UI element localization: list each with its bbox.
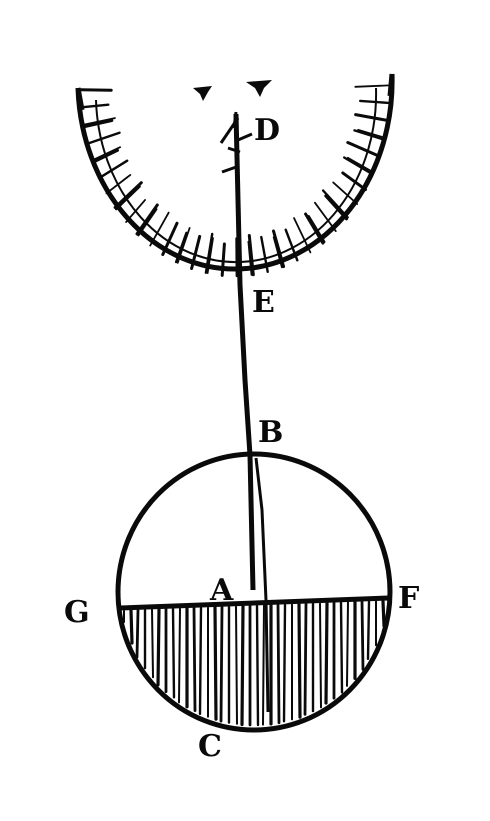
crescent-hatch-stroke — [82, 117, 116, 126]
crescent-hatch-stroke — [357, 128, 386, 139]
crescent-hatch-stroke — [343, 156, 374, 176]
label-D: D — [254, 113, 280, 148]
crescent-hatch-stroke — [284, 228, 299, 262]
upper-hemisphere — [75, 73, 395, 278]
sphere-hatch-stroke — [324, 601, 329, 705]
crescent-hatch-stroke — [354, 84, 390, 88]
crescent-hatch-stroke — [293, 217, 312, 254]
diameter-GF — [119, 595, 390, 611]
crescent-hatch-stroke — [85, 131, 121, 146]
mark-right — [246, 80, 272, 97]
crescent-hatch-stroke — [174, 231, 188, 264]
crescent-hatch-stroke — [313, 201, 337, 233]
crescent-hatch-stroke — [324, 194, 348, 221]
crescent-hatch-stroke — [353, 129, 385, 141]
crescent-hatch-stroke — [190, 234, 202, 270]
crescent-hatch-stroke — [91, 146, 121, 162]
sphere-hatch-stroke — [151, 608, 154, 679]
crescent-hatch-stroke — [137, 207, 158, 237]
crescent-hatch-stroke — [346, 156, 375, 174]
crescent-hatch-stroke — [206, 237, 214, 275]
sphere-hatch-stroke — [219, 605, 224, 723]
sphere-hatch-stroke — [282, 603, 287, 723]
crescent-hatch-stroke — [204, 232, 214, 274]
lower-sphere — [115, 451, 393, 733]
label-E: E — [252, 285, 275, 320]
lower-sphere-outline — [115, 451, 393, 733]
crescent-hatch-stroke — [161, 221, 179, 256]
sphere-hatch-stroke — [346, 601, 349, 687]
crescent-hatch-stroke — [247, 240, 253, 276]
crescent-hatch-stroke — [272, 229, 286, 269]
label-G: G — [64, 595, 90, 630]
sphere-hatch-stroke — [303, 602, 308, 716]
sphere-hatch-stroke — [339, 601, 344, 694]
crescent-hatch-stroke — [82, 119, 114, 129]
sphere-hatch-stroke — [171, 607, 176, 699]
sphere-hatch-stroke — [178, 607, 181, 704]
sphere-hatch-stroke — [156, 607, 161, 687]
crescent-hatch-stroke — [176, 227, 191, 264]
crescent-hatch-stroke — [149, 211, 170, 247]
mark-left — [193, 86, 212, 101]
stem-line — [233, 113, 256, 591]
crescent-hatch-stroke — [114, 185, 141, 211]
crescent-hatch-stroke — [220, 242, 226, 277]
crescent-hatch-stroke — [135, 203, 159, 236]
crescent-hatch-stroke — [354, 113, 389, 122]
crescent-hatch-stroke — [321, 189, 349, 219]
sphere-hatch-stroke — [129, 608, 134, 645]
label-B: B — [258, 415, 283, 450]
sphere-hatch-stroke — [192, 606, 197, 712]
crescent-hatch-stroke — [346, 141, 381, 158]
stem-line-inner — [254, 457, 270, 713]
crescent-hatch-stroke — [105, 173, 132, 195]
crescent-hatch-stroke — [332, 181, 359, 205]
label-F: F — [398, 581, 419, 616]
sphere-hatch-stroke — [276, 603, 281, 725]
crescent-hatch-stroke — [307, 215, 326, 244]
sphere-hatch-stroke — [381, 599, 386, 628]
sphere-hatch-stroke — [235, 605, 238, 725]
upper-marks — [193, 80, 272, 101]
crescent-hatch-stroke — [304, 212, 325, 245]
sphere-hatch-stroke — [240, 604, 245, 727]
sphere-hatch-stroke — [319, 602, 322, 709]
crescent-hatch-stroke — [247, 234, 255, 277]
crescent-hatch-stroke — [91, 148, 119, 164]
crescent-hatch-stroke — [272, 236, 283, 269]
crescent-hatch-stroke — [125, 198, 147, 224]
sphere-hatch-stroke — [366, 600, 371, 660]
upper-hemisphere-right-rim — [387, 73, 395, 97]
label-C: C — [198, 729, 222, 764]
sphere-hatch-stroke — [297, 602, 302, 719]
crescent-hatch-stroke — [341, 171, 367, 192]
sphere-hatch-stroke — [360, 600, 365, 671]
sphere-hatch-stroke — [262, 604, 265, 726]
upper-hemisphere-hatching — [79, 84, 390, 278]
sphere-hatch-stroke — [213, 605, 218, 721]
crescent-hatch-stroke — [97, 159, 129, 180]
crescent-hatch-stroke — [113, 181, 143, 209]
crescent-hatch-stroke — [260, 235, 269, 273]
sphere-hatch-stroke — [255, 604, 260, 727]
crescent-hatch-stroke — [359, 99, 390, 105]
sphere-hatch-stroke — [198, 606, 203, 716]
label-A: A — [209, 573, 234, 608]
lower-sphere-hatching — [123, 599, 386, 727]
crescent-hatch-stroke — [80, 103, 110, 109]
sphere-hatch-stroke — [135, 608, 140, 659]
